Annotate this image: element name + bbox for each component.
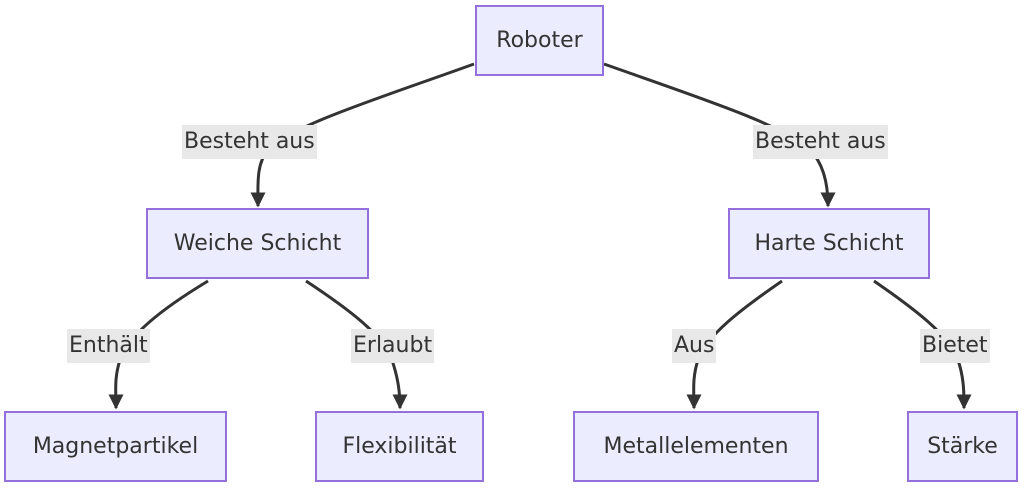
edge-label-roboter-weiche: Besteht aus xyxy=(182,125,317,159)
node-harte-schicht[interactable]: Harte Schicht xyxy=(728,208,930,279)
node-flexibilitaet[interactable]: Flexibilität xyxy=(315,411,484,482)
node-harte-schicht-label: Harte Schicht xyxy=(754,231,904,256)
node-weiche-schicht[interactable]: Weiche Schicht xyxy=(146,208,369,279)
edge-label-harte-metall: Aus xyxy=(672,329,717,363)
node-staerke-label: Stärke xyxy=(927,434,998,459)
node-roboter-label: Roboter xyxy=(496,28,583,53)
node-roboter[interactable]: Roboter xyxy=(475,5,604,76)
edge-label-roboter-harte: Besteht aus xyxy=(753,125,888,159)
node-staerke[interactable]: Stärke xyxy=(907,411,1018,482)
edge-label-weiche-flex: Erlaubt xyxy=(351,329,435,363)
edge-label-harte-staerke: Bietet xyxy=(920,329,990,363)
edge-label-weiche-magnet: Enthält xyxy=(67,329,150,363)
node-magnetpartikel[interactable]: Magnetpartikel xyxy=(4,411,227,482)
node-weiche-schicht-label: Weiche Schicht xyxy=(173,231,342,256)
node-metallelementen-label: Metallelementen xyxy=(603,434,789,459)
node-metallelementen[interactable]: Metallelementen xyxy=(573,411,819,482)
node-flexibilitaet-label: Flexibilität xyxy=(342,434,457,459)
node-magnetpartikel-label: Magnetpartikel xyxy=(32,434,199,459)
